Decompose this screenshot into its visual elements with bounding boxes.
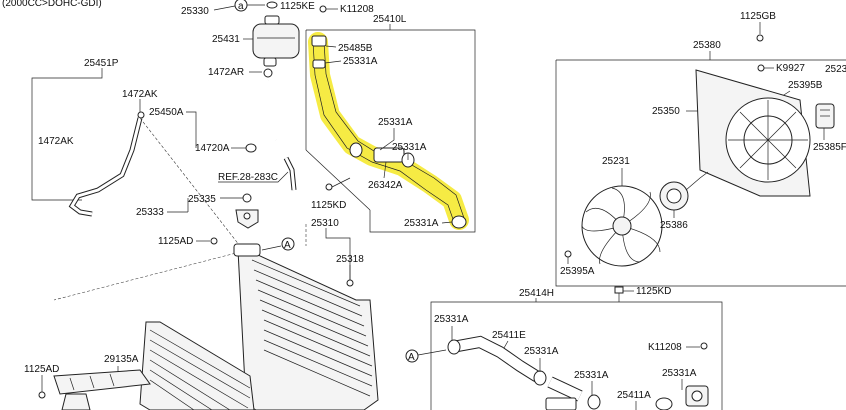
cooling-fan-blade[interactable] [581,185,663,267]
label-14720a: 14720A [195,143,230,154]
cap-icon [266,1,278,9]
drain-plug [346,279,354,287]
label-25331a-1: 25331A [343,56,378,67]
label-25331a-4: 25331A [404,218,439,229]
upper-radiator-hose[interactable] [311,35,467,229]
label-26342a: 26342A [368,180,403,191]
bolt-1125gb [756,34,764,42]
label-25380: 25380 [693,40,721,51]
lower-hose-joint[interactable] [545,376,583,410]
lower-hose-group-box [430,301,723,410]
label-1125ad-2: 1125AD [24,364,59,375]
fan-group-box [555,59,846,287]
label-25414h: 25414H [519,288,554,299]
label-25333: 25333 [136,207,164,218]
bolt-k9927 [757,64,765,72]
label-2523: 2523 [825,64,846,75]
marker-circle-A-1 [281,237,295,251]
label-1125gb: 1125GB [740,11,776,22]
label-25385f: 25385F [813,142,846,153]
label-ref-28-283c: REF.28-283C [218,172,278,183]
label-1125kd-2: 1125KD [636,286,671,297]
hose-clamp-top [311,35,327,47]
label-25386: 25386 [660,220,688,231]
bolt-1125kd-2 [614,286,624,302]
hose-clamp-25331a-mid [349,142,363,158]
label-25331a-8: 25331A [662,368,697,379]
thermostat-housing[interactable] [685,385,709,407]
label-25318: 25318 [336,254,364,265]
label-1125ke: 1125KE [280,1,315,12]
marker-A-1-text: A [284,240,291,251]
marker-a-text: a [238,1,244,12]
reservoir-tank[interactable] [252,15,300,67]
engine-label: (2000CC>DOHC-GDI) [2,0,102,9]
bolt-1125ad [210,237,218,245]
air-guard-29135a[interactable] [53,369,151,410]
bolt-25395a [564,250,572,258]
label-25331a-3: 25331A [392,142,427,153]
bolt-icon [319,5,327,13]
resistor-25385f[interactable] [815,103,835,129]
label-25395b: 25395B [788,80,823,91]
label-25451p: 25451P [84,58,119,69]
label-25410l: 25410L [373,14,407,25]
label-25431: 25431 [212,34,240,45]
overflow-pipe[interactable] [68,117,143,217]
label-29135a: 29135A [104,354,139,365]
label-1472ak-1: 1472AK [122,89,158,100]
label-25395a: 25395A [560,266,595,277]
label-25350: 25350 [652,106,680,117]
hose-clamp-25331a-top [312,59,326,69]
hose-clamp-25331a-bottom [451,215,467,229]
label-25330: 25330 [181,6,209,17]
label-25310: 25310 [311,218,339,229]
upper-radiator-hose-highlight [308,32,469,230]
condenser[interactable] [139,321,255,410]
clip-1472ak [137,111,145,119]
label-25335: 25335 [188,194,216,205]
label-25331a-6: 25331A [524,346,559,357]
bolt-k11208-bot [700,342,708,350]
label-25411e: 25411E [492,330,526,341]
hose-clamp-lower [587,394,601,410]
lower-radiator-hose[interactable] [447,335,547,386]
label-1125kd-1: 1125KD [311,200,346,211]
label-25331a-2: 25331A [378,117,413,128]
label-25411a: 25411A [617,390,651,401]
label-k9927: K9927 [776,63,805,74]
label-25331a-7: 25331A [574,370,609,381]
bolt-1125ad-2 [38,391,46,399]
label-25485b: 25485B [338,43,373,54]
marker-A-2-text: A [408,352,415,363]
label-25450a: 25450A [149,107,184,118]
bolt-1125kd [325,183,333,191]
cap-25335 [242,193,252,203]
label-1125ad-1: 1125AD [158,236,193,247]
marker-circle-A-2 [405,349,419,363]
bracket-25333[interactable] [235,209,259,229]
ref-pipe[interactable] [283,156,297,191]
reservoir-hose[interactable] [255,79,278,142]
label-1472ar: 1472AR [208,67,244,78]
clip-1472ar [263,68,273,78]
label-1472ak-2: 1472AK [38,136,74,147]
label-k11208-bot: K11208 [648,342,682,353]
fan-motor[interactable] [659,171,709,211]
label-k11208-top: K11208 [340,4,374,15]
label-25231: 25231 [602,156,630,167]
label-25331a-5: 25331A [434,314,469,325]
upper-hose-group-box [305,29,476,233]
radiator[interactable] [233,243,379,410]
fan-shroud[interactable] [695,69,811,197]
hose-clamp-right [655,397,673,410]
clip-14720a [245,143,257,153]
